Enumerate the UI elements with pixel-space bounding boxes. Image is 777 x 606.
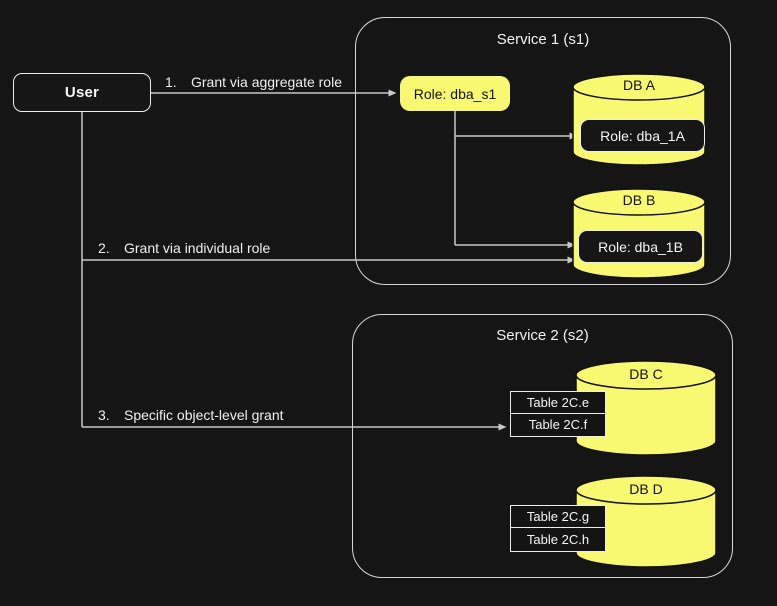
user-node: User [13, 73, 151, 112]
role-dba-1a-node: Role: dba_1A [580, 119, 705, 152]
db-b-label: DB B [622, 192, 656, 208]
edge2-label: 2. Grant via individual role [98, 239, 270, 258]
edge2-number: 2. [98, 240, 110, 256]
role-dba-1b-node: Role: dba_1B [578, 230, 703, 263]
aggregate-role-node: Role: dba_s1 [400, 76, 510, 111]
user-label: User [64, 84, 100, 101]
db-c-cylinder [575, 360, 717, 456]
table-2ch-label: Table 2C.h [526, 531, 590, 547]
edge3-label: 3. Specific object-level grant [98, 406, 284, 425]
table-2cf-label: Table 2C.f [528, 417, 588, 432]
edge1-number: 1. [165, 74, 177, 90]
role-dba-1b-label: Role: dba_1B [598, 238, 683, 255]
edge1-label: 1. Grant via aggregate role [165, 73, 342, 92]
table-2ch-node: Table 2C.h [510, 526, 606, 552]
edge3-number: 3. [98, 407, 110, 423]
table-2cg-label: Table 2C.g [526, 509, 590, 524]
table-2ce-label: Table 2C.e [526, 395, 590, 410]
service2-container [352, 314, 733, 578]
table-2ce-node: Table 2C.e [510, 391, 606, 414]
db-d-cylinder [575, 475, 717, 568]
db-a-label: DB A [623, 77, 655, 93]
db-c-label: DB C [629, 366, 663, 382]
edge1-text: Grant via aggregate role [191, 74, 342, 90]
role-dba-1a-label: Role: dba_1A [600, 127, 685, 144]
service1-title: Service 1 (s1) [496, 31, 590, 48]
aggregate-role-label: Role: dba_s1 [413, 85, 497, 102]
edge2-text: Grant via individual role [124, 240, 271, 256]
edge3-text: Specific object-level grant [124, 407, 284, 423]
table-2cf-node: Table 2C.f [510, 412, 606, 437]
db-d-label: DB D [629, 481, 663, 497]
service2-title: Service 2 (s2) [496, 327, 589, 344]
table-2cg-node: Table 2C.g [510, 505, 606, 528]
service1-container [355, 17, 731, 285]
